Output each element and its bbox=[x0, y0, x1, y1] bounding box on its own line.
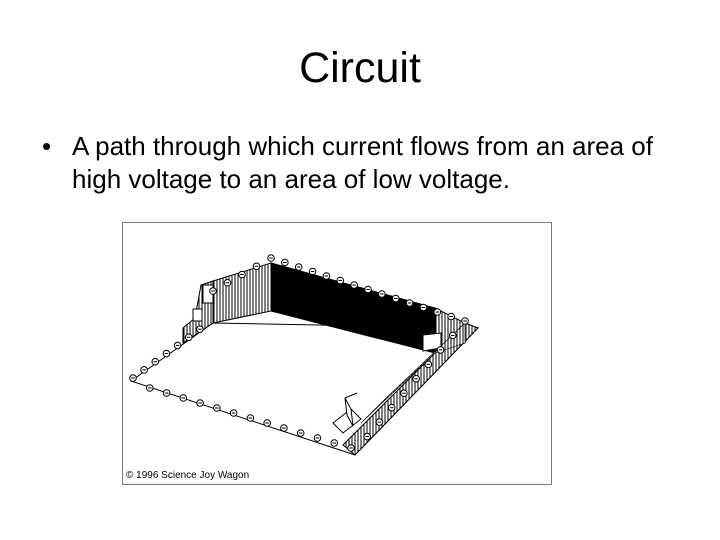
switch-icon bbox=[332, 392, 362, 434]
copyright-notice: © 1996 Science Joy Wagon bbox=[126, 470, 250, 481]
bullet-mark: • bbox=[42, 131, 52, 161]
bullet-item: • A path through which current flows fro… bbox=[42, 130, 692, 196]
circuit-drawing bbox=[129, 254, 480, 456]
circuit-illustration: © 1996 Science Joy Wagon bbox=[122, 222, 552, 485]
electron-markers bbox=[129, 254, 469, 452]
bullet-text: A path through which current flows from … bbox=[72, 131, 653, 194]
left-block-b bbox=[192, 308, 203, 322]
slide-title: Circuit bbox=[299, 44, 421, 92]
bullet-list: • A path through which current flows fro… bbox=[42, 130, 692, 196]
